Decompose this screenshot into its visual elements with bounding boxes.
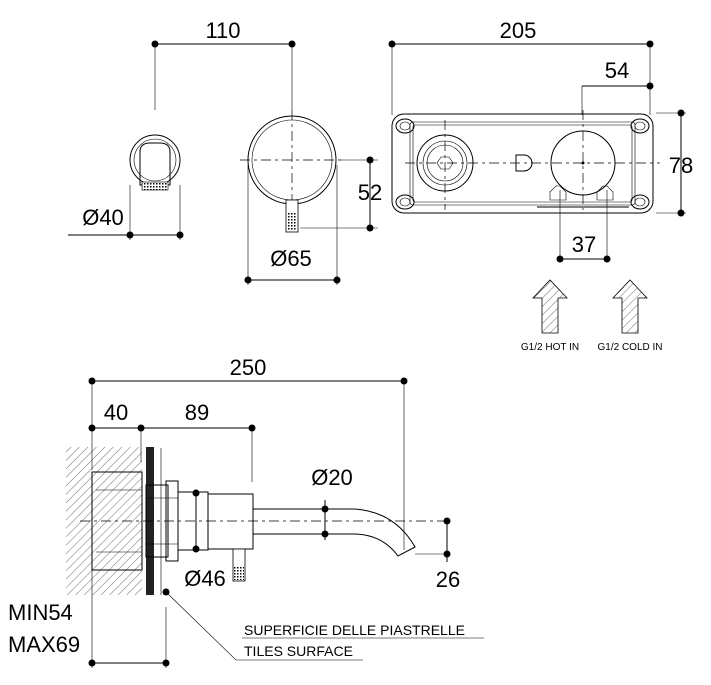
cold-marker — [596, 185, 614, 201]
wall-depth-min-label: MIN54 — [8, 600, 73, 625]
hot-inlet-arrow-icon — [532, 279, 568, 334]
concealed-box-view: 205 54 78 37 G1/2 HOT IN G1/ — [388, 18, 693, 353]
hot-inlet-label: G1/2 HOT IN — [521, 342, 579, 353]
dim-box-offset-label: 54 — [605, 58, 629, 83]
dim-spout-drop-label: 26 — [436, 567, 460, 592]
aerator — [141, 181, 169, 191]
brand-logo — [515, 154, 533, 172]
handle-body — [207, 493, 254, 550]
dim-spacing-label: 110 — [205, 18, 240, 43]
dim-handle-diameter-side-label: Ø46 — [184, 566, 226, 591]
box-outline — [391, 113, 654, 214]
tile-surface-label-it: SUPERFICIE DELLE PIASTRELLE — [244, 622, 465, 638]
dim-box-width-label: 205 — [500, 18, 537, 43]
dim-spout-diameter-label: Ø40 — [82, 205, 124, 230]
dim-spout-diameter-side-label: Ø20 — [311, 465, 353, 490]
dim-inlet-spacing-label: 37 — [572, 232, 596, 257]
spout-side — [253, 508, 416, 557]
dim-handle-length-label: 89 — [185, 400, 209, 425]
spout-outline — [139, 142, 171, 186]
side-view: 250 40 89 Ø20 Ø46 26 MI — [8, 355, 484, 668]
wall-depth-max-label: MAX69 — [8, 632, 80, 657]
dim-body-depth-label: 40 — [104, 400, 128, 425]
dim-total-length-label: 250 — [230, 355, 267, 380]
cold-inlet-label: G1/2 COLD IN — [597, 342, 662, 353]
dim-handle-offset-label: 52 — [358, 180, 382, 205]
dim-box-height-label: 78 — [669, 153, 693, 178]
tile-surface-label-en: TILES SURFACE — [244, 643, 353, 659]
box-body — [91, 471, 143, 571]
front-view-spout-handle: 110 Ø40 Ø65 52 — [68, 18, 382, 285]
cold-inlet-arrow-icon — [612, 279, 648, 334]
dim-handle-diameter-label: Ø65 — [270, 246, 312, 271]
hot-marker — [549, 185, 567, 201]
